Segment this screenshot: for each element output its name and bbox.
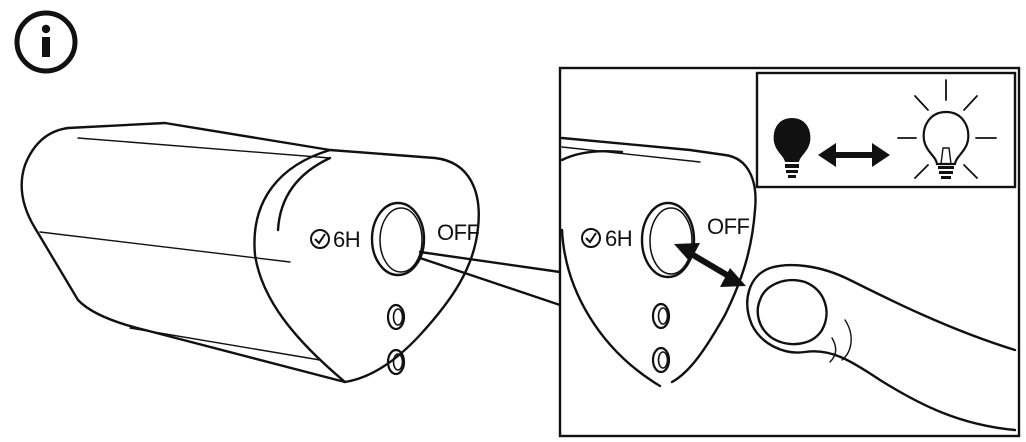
label-6h: 6H xyxy=(333,227,360,252)
clock-check-icon xyxy=(310,229,330,249)
port-hole xyxy=(386,348,406,376)
bulb-on-icon xyxy=(897,79,997,179)
clock-check-icon xyxy=(581,228,601,248)
port-hole xyxy=(651,346,671,374)
inset-label-off: OFF xyxy=(707,214,750,239)
port-hole xyxy=(386,303,406,331)
zoom-callout xyxy=(418,250,562,307)
finger-press-icon xyxy=(746,263,1017,432)
inset-label-6h: 6H xyxy=(605,226,632,251)
bulb-off-icon xyxy=(773,118,811,178)
detail-inset: 6H OFF xyxy=(558,66,1021,438)
info-icon xyxy=(14,10,78,74)
light-state-panel xyxy=(755,71,1017,189)
double-arrow-icon xyxy=(674,243,746,287)
label-off: OFF xyxy=(437,220,480,245)
power-button xyxy=(370,201,426,277)
port-hole xyxy=(651,302,671,330)
lamp-device: 6H OFF xyxy=(20,121,480,384)
double-arrow-icon xyxy=(818,143,890,167)
power-button xyxy=(640,201,696,279)
